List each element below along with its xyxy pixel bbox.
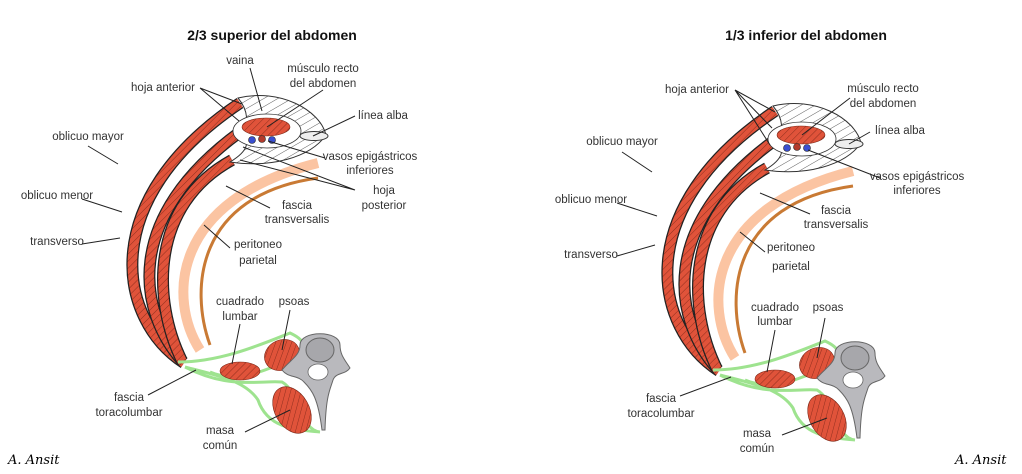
signature-right: A. Ansit: [954, 453, 1007, 468]
leader-lines: [616, 89, 881, 436]
panel-upper-shapes: [126, 95, 351, 434]
fascia-transversalis-band: [713, 166, 855, 361]
signature-left: A. Ansit: [7, 453, 60, 468]
label-oblicuo-mayor: oblicuo mayor: [52, 131, 124, 143]
quadratus-lumborum-muscle: [754, 369, 796, 389]
vein-icon: [783, 144, 791, 152]
quadratus-lumborum-muscle: [219, 361, 261, 381]
label-vasos-2: inferiores: [346, 165, 394, 177]
label-fascia-toracolumbar-1: fascia: [646, 393, 677, 405]
label-masa-comun-2: común: [740, 443, 775, 455]
label-peritoneo-2: parietal: [239, 255, 277, 267]
label-vasos-2: inferiores: [893, 185, 941, 197]
vein-icon: [248, 136, 256, 144]
artery-icon: [258, 135, 266, 143]
artery-icon: [793, 143, 801, 151]
label-musculo-recto-2: del abdomen: [290, 78, 357, 90]
spinal-canal: [307, 363, 329, 381]
vertebra: [816, 341, 886, 439]
label-transverso: transverso: [564, 249, 618, 261]
rectus-abdominis-muscle: [241, 117, 291, 137]
label-vasos-1: vasos epigástricos: [870, 171, 965, 183]
label-fascia-toracolumbar-1: fascia: [114, 392, 145, 404]
peritoneum-line: [734, 184, 854, 354]
label-psoas: psoas: [813, 302, 844, 314]
vein-icon: [803, 144, 811, 152]
panel-lower-labels: 1/3 inferior del abdomen hoja anterior m…: [555, 27, 965, 455]
erector-spinae-muscle: [272, 386, 312, 434]
fascia-transversalis-band: [178, 158, 320, 353]
label-oblicuo-mayor: oblicuo mayor: [586, 136, 658, 148]
label-peritoneo-2: parietal: [772, 261, 810, 273]
label-cuadrado-2: lumbar: [222, 311, 257, 323]
panel-title: 1/3 inferior del abdomen: [725, 27, 887, 43]
label-fascia-transversalis-1: fascia: [282, 200, 313, 212]
panel-lower-shapes: [661, 103, 886, 442]
label-masa-comun-1: masa: [743, 428, 772, 440]
label-peritoneo-1: peritoneo: [234, 239, 282, 251]
label-peritoneo-1: peritoneo: [767, 242, 815, 254]
label-linea-alba: línea alba: [358, 110, 408, 122]
label-musculo-recto-1: músculo recto: [287, 63, 359, 75]
label-cuadrado-1: cuadrado: [216, 296, 264, 308]
label-cuadrado-2: lumbar: [757, 316, 792, 328]
label-vasos-1: vasos epigástricos: [323, 151, 418, 163]
label-fascia-toracolumbar-2: toracolumbar: [95, 407, 162, 419]
label-cuadrado-1: cuadrado: [751, 302, 799, 314]
label-masa-comun-1: masa: [206, 425, 235, 437]
label-oblicuo-menor: oblicuo menor: [555, 194, 627, 206]
label-fascia-transversalis-1: fascia: [821, 205, 852, 217]
label-masa-comun-2: común: [203, 440, 238, 452]
transversus-fill: [693, 163, 770, 372]
label-transverso: transverso: [30, 236, 84, 248]
leader-lines: [81, 67, 356, 433]
label-fascia-transversalis-2: transversalis: [804, 219, 869, 231]
vertebral-body: [305, 337, 335, 363]
label-hoja-anterior: hoja anterior: [131, 82, 195, 94]
spinal-canal: [842, 371, 864, 389]
label-fascia-toracolumbar-2: toracolumbar: [627, 408, 694, 420]
vertebra: [281, 333, 351, 431]
label-psoas: psoas: [279, 296, 310, 308]
label-hoja-posterior-1: hoja: [373, 185, 395, 197]
panel-title: 2/3 superior del abdomen: [187, 27, 357, 43]
rectus-abdominis-muscle: [776, 125, 826, 145]
label-hoja-anterior: hoja anterior: [665, 84, 729, 96]
vertebral-body: [840, 345, 870, 371]
label-vaina: vaina: [226, 55, 254, 67]
external-oblique-fill: [662, 107, 778, 375]
external-oblique-fill: [127, 99, 243, 367]
transversus-fill: [158, 155, 235, 364]
label-hoja-posterior-2: posterior: [362, 200, 407, 212]
label-linea-alba: línea alba: [875, 125, 925, 137]
label-musculo-recto-2: del abdomen: [850, 98, 917, 110]
label-oblicuo-menor: oblicuo menor: [21, 190, 93, 202]
label-fascia-transversalis-2: transversalis: [265, 214, 330, 226]
label-musculo-recto-1: músculo recto: [847, 83, 919, 95]
panel-upper-labels: 2/3 superior del abdomen vaina músculo r…: [21, 27, 418, 452]
peritoneum-line: [199, 176, 319, 346]
